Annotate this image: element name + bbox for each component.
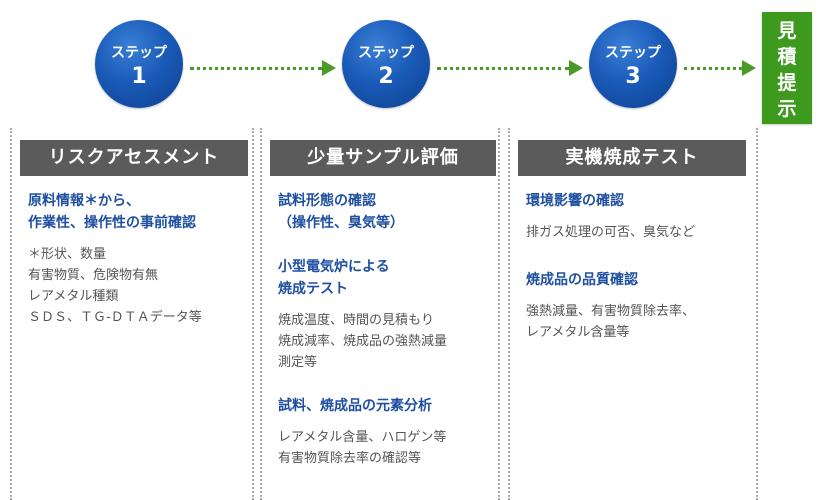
- quotation-box: 見 積 提 示: [762, 12, 812, 124]
- heading-line: 焼成テスト: [278, 281, 348, 297]
- text-line: 測定等: [278, 355, 318, 370]
- column-body: 原料情報＊から、 作業性、操作性の事前確認 ＊形状、数量 有害物質、危険物有無 …: [28, 190, 248, 328]
- block-heading: 原料情報＊から、 作業性、操作性の事前確認: [28, 190, 248, 234]
- column-header-sample-evaluation: 少量サンプル評価: [270, 140, 496, 176]
- block-heading: 試料、焼成品の元素分析: [278, 395, 492, 417]
- quote-char: 見: [777, 20, 797, 42]
- block-heading: 環境影響の確認: [526, 190, 748, 212]
- step-1-circle: ステップ 1: [95, 20, 183, 108]
- step-3-circle: ステップ 3: [589, 20, 677, 108]
- step-number: 3: [625, 64, 641, 89]
- text-line: 有害物質、危険物有無: [28, 268, 159, 283]
- text-line: レアメタル種類: [28, 289, 119, 304]
- heading-line: 原料情報＊から、: [28, 193, 140, 209]
- heading-line: 試料、焼成品の元素分析: [278, 398, 432, 414]
- column-body: 試料形態の確認 （操作性、臭気等） 小型電気炉による 焼成テスト 焼成温度、時間…: [278, 190, 492, 469]
- text-line: レアメタル含量、ハロゲン等: [278, 430, 447, 445]
- arrow-right-icon: [684, 60, 758, 76]
- step-label: ステップ: [605, 45, 661, 61]
- step-number: 1: [131, 64, 147, 89]
- text-line: 焼成温度、時間の見積もり: [278, 313, 435, 328]
- quote-char: 示: [777, 98, 797, 120]
- block-heading: 焼成品の品質確認: [526, 269, 748, 291]
- heading-line: （操作性、臭気等）: [278, 215, 404, 231]
- arrow-right-icon: [190, 60, 338, 76]
- quote-char: 提: [777, 72, 797, 94]
- step-number: 2: [378, 64, 394, 89]
- column-body: 環境影響の確認 排ガス処理の可否、臭気など 焼成品の品質確認 強熱減量、有害物質…: [526, 190, 748, 343]
- step-2-circle: ステップ 2: [342, 20, 430, 108]
- text-line: ＳＤＳ、ＴＧ-ＤＴＡデータ等: [28, 310, 202, 325]
- text-line: ＊形状、数量: [28, 247, 107, 262]
- block-text: 強熱減量、有害物質除去率、 レアメタル含量等: [526, 301, 748, 343]
- text-line: 有害物質除去率の確認等: [278, 451, 422, 466]
- column-frame: [260, 128, 500, 500]
- block-text: 焼成温度、時間の見積もり 焼成減率、焼成品の強熱減量 測定等: [278, 310, 492, 373]
- column-header-firing-test: 実機焼成テスト: [518, 140, 746, 176]
- text-line: レアメタル含量等: [526, 325, 630, 340]
- quote-char: 積: [777, 46, 797, 68]
- text-line: 排ガス処理の可否、臭気など: [526, 225, 696, 240]
- column-header-risk-assessment: リスクアセスメント: [20, 140, 248, 176]
- block-heading: 試料形態の確認 （操作性、臭気等）: [278, 190, 492, 234]
- heading-line: 作業性、操作性の事前確認: [28, 215, 196, 231]
- text-line: 焼成減率、焼成品の強熱減量: [278, 334, 448, 349]
- text-line: 強熱減量、有害物質除去率、: [526, 304, 696, 319]
- step-label: ステップ: [111, 45, 167, 61]
- block-text: レアメタル含量、ハロゲン等 有害物質除去率の確認等: [278, 427, 492, 469]
- column-frame: [508, 128, 758, 500]
- block-text: 排ガス処理の可否、臭気など: [526, 222, 748, 243]
- arrow-right-icon: [437, 60, 585, 76]
- heading-line: 環境影響の確認: [526, 193, 624, 209]
- heading-line: 試料形態の確認: [278, 193, 376, 209]
- step-label: ステップ: [358, 45, 414, 61]
- block-text: ＊形状、数量 有害物質、危険物有無 レアメタル種類 ＳＤＳ、ＴＧ-ＤＴＡデータ等: [28, 244, 248, 328]
- heading-line: 焼成品の品質確認: [526, 272, 638, 288]
- column-frame: [10, 128, 254, 500]
- heading-line: 小型電気炉による: [278, 259, 390, 275]
- block-heading: 小型電気炉による 焼成テスト: [278, 256, 492, 300]
